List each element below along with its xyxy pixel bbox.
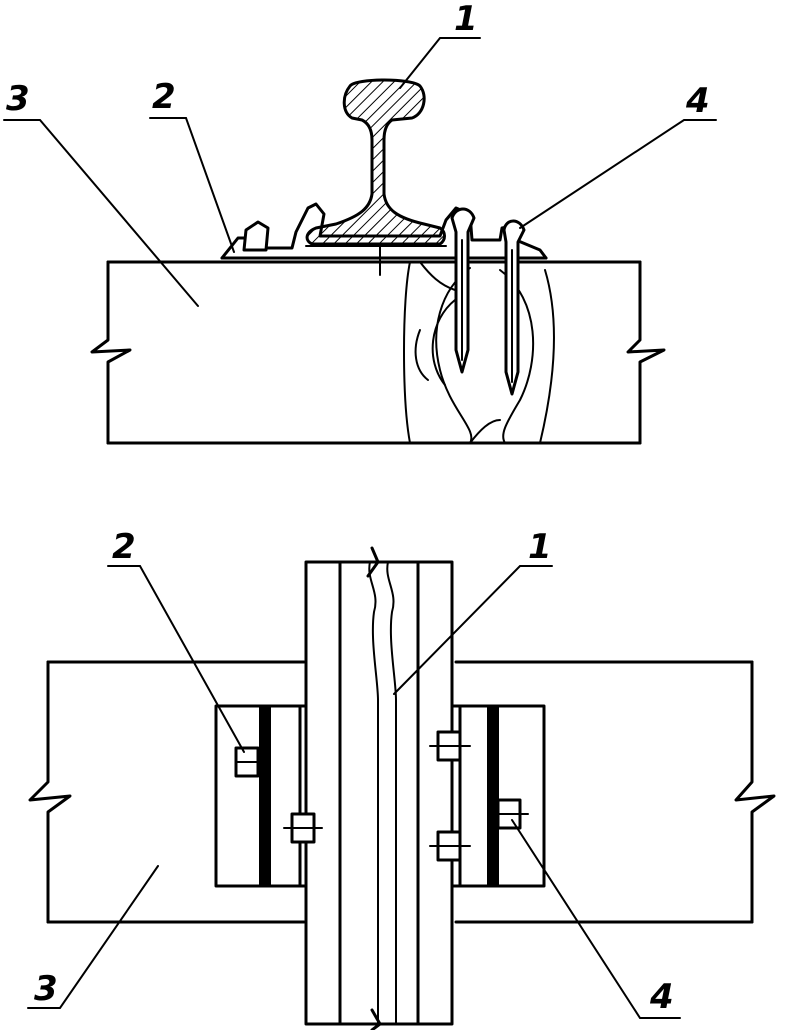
rail-section — [305, 78, 446, 273]
rail-plan — [304, 546, 454, 1030]
callout-sleeper-label: 3 — [6, 79, 30, 119]
callout-rail-plan-label: 1 — [528, 527, 552, 567]
spikes-plan — [234, 730, 529, 862]
callout-spike-plan-label: 4 — [649, 977, 674, 1017]
plan-view: 2 1 3 4 — [27, 527, 776, 1030]
sleeper-plan — [28, 660, 776, 924]
sleeper-section — [90, 260, 666, 445]
plan-callouts: 2 1 3 4 — [27, 527, 681, 1019]
wood-grain — [379, 261, 556, 444]
callout-rail-label: 1 — [454, 0, 478, 39]
spike-head-5 — [489, 798, 529, 830]
callout-spike-label: 4 — [685, 81, 710, 121]
spikes-section — [450, 207, 526, 396]
spike-head-2 — [283, 812, 323, 844]
section-view: 1 2 3 4 — [3, 0, 717, 445]
spike-head-4 — [429, 830, 471, 862]
callout-tie-plate-label: 2 — [152, 77, 176, 117]
tie-plate-plan-left — [214, 704, 310, 888]
section-callouts: 1 2 3 4 — [3, 0, 717, 307]
spike-head-3 — [429, 730, 471, 762]
tie-plate-plan-right — [450, 704, 546, 888]
callout-sleeper-plan-label: 3 — [34, 969, 58, 1009]
callout-tie-plate-plan-label: 2 — [112, 527, 136, 567]
spike-head-1 — [234, 746, 260, 778]
